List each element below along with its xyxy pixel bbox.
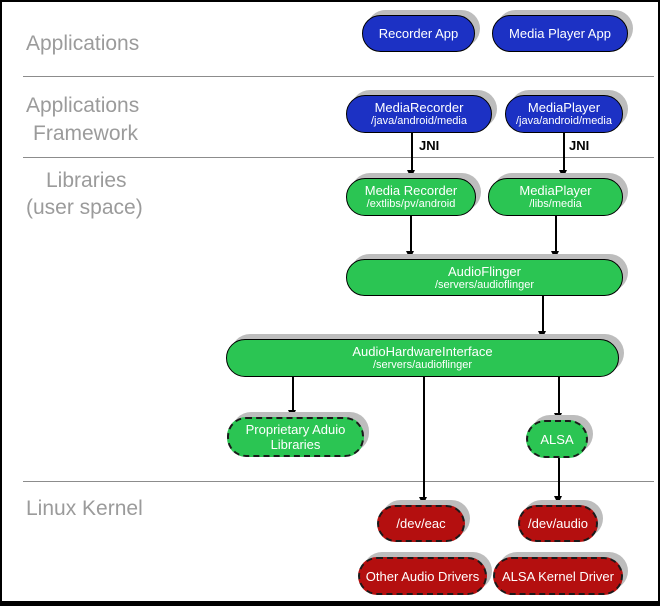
node-title: MediaRecorder [374,100,464,115]
node-media-player-app: Media Player App [492,15,628,52]
node-audiohardwareinterface: AudioHardwareInterface /servers/audiofli… [226,339,619,377]
node-subtitle: /java/android/media [515,115,612,127]
node-recorder-app: Recorder App [362,15,475,52]
node-title: Media Player App [509,26,611,41]
connector-jni-right [563,133,565,170]
node-title: Proprietary Aduio Libraries [245,422,346,452]
node-title: MediaPlayer [519,183,592,198]
node-mediaplayer-framework: MediaPlayer /java/android/media [505,95,623,133]
node-mediarecorder-framework: MediaRecorder /java/android/media [346,95,492,133]
node-title: Recorder App [378,26,459,41]
arrowhead-jni-left [407,170,415,178]
arrowhead-ahi-to-proprietary [288,410,296,418]
node-subtitle: /extlibs/pv/android [366,198,456,210]
connector-audioflinger-to-ahi [542,296,544,331]
node-proprietary-audio-libraries: Proprietary Aduio Libraries [227,417,364,457]
node-title: Other Audio Drivers [365,568,480,584]
node-other-audio-drivers: Other Audio Drivers [358,557,487,595]
node-alsa-kernel-driver: ALSA Kernel Driver [493,557,623,595]
node-audioflinger: AudioFlinger /servers/audioflinger [346,259,623,296]
arrowhead-jni-right [559,170,567,178]
node-mediaplayer-lib: MediaPlayer /libs/media [488,178,623,216]
separator-applications-framework [23,76,654,77]
node-title: MediaPlayer [527,100,601,115]
connector-ahi-to-alsa [558,377,560,413]
arrowhead-alsa-to-dev-audio [554,496,562,504]
connector-recorder-to-audioflinger [410,216,412,251]
connector-alsa-to-dev-audio [558,458,560,496]
node-subtitle: /servers/audioflinger [434,278,535,291]
arrowhead-recorder-to-audioflinger [406,251,414,259]
node-subtitle: /libs/media [529,198,582,210]
node-title: AudioFlinger [448,263,521,279]
node-title: Media Recorder [364,183,458,198]
layer-label-libraries-line2: (user space) [26,196,143,219]
layer-label-framework-line2: Framework [33,122,139,145]
connector-player-to-audioflinger [555,216,557,251]
separator-framework-libraries [23,157,654,158]
arrowhead-audioflinger-to-ahi [538,331,546,339]
node-dev-eac: /dev/eac [377,505,465,542]
arrowhead-ahi-to-alsa [554,413,562,421]
connector-ahi-to-proprietary [292,377,294,410]
node-title: /dev/audio [528,516,588,531]
layer-label-applications: Applications [26,32,140,55]
layer-label-linux-kernel: Linux Kernel [26,497,143,520]
node-title: /dev/eac [396,516,446,531]
arrowhead-player-to-audioflinger [551,251,559,259]
node-dev-audio: /dev/audio [518,505,598,542]
node-title: AudioHardwareInterface [352,344,493,359]
layer-label-libraries-line1: Libraries [46,169,127,192]
node-title: ALSA [540,431,574,447]
node-subtitle: /servers/audioflinger [372,359,473,371]
node-title: ALSA Kernel Driver [502,568,614,584]
connector-ahi-to-dev-eac [423,377,425,497]
arrowhead-ahi-to-dev-eac [419,497,427,505]
jni-label-right: JNI [569,138,590,153]
node-media-recorder-lib: Media Recorder /extlibs/pv/android [346,178,476,216]
layer-label-framework-line1: Applications [26,94,140,117]
separator-libraries-kernel [23,481,654,482]
node-subtitle: /java/android/media [370,115,467,127]
node-alsa: ALSA [526,420,588,458]
jni-label-left: JNI [419,138,440,153]
connector-jni-left [411,133,413,170]
